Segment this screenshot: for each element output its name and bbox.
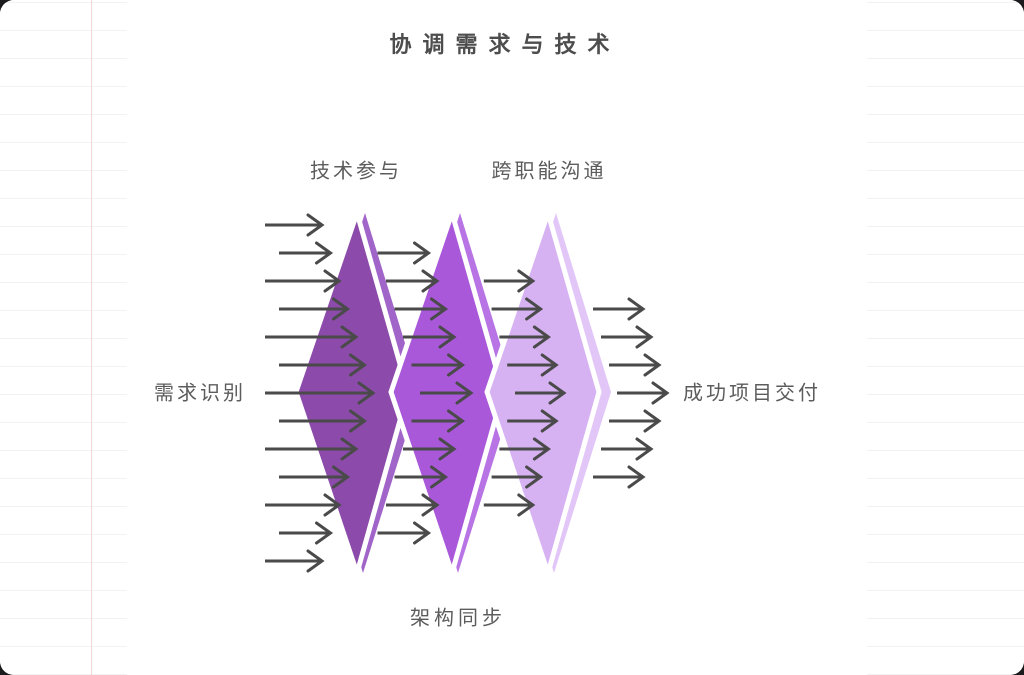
flow-arrow-head-g1 (349, 353, 368, 377)
flow-arrow-head-g1 (357, 381, 376, 405)
flow-arrow-head-g1 (332, 465, 351, 489)
flow-arrow-head-g4 (627, 465, 646, 489)
flow-arrow-head-g3 (532, 325, 551, 349)
flow-arrow-head-g3 (525, 297, 544, 321)
flow-arrow-head-g1 (306, 213, 325, 237)
flow-arrow-head-g2 (455, 381, 474, 405)
flow-arrow-head-g4 (651, 381, 670, 405)
output-label-successful-project-delivery: 成功项目交付 (683, 382, 821, 405)
flow-arrow-head-g4 (635, 325, 654, 349)
flow-arrow-head-g3 (532, 437, 551, 461)
flow-arrow-head-g2 (438, 437, 457, 461)
flow-arrow-head-g2 (430, 465, 449, 489)
flow-arrow-head-g1 (332, 297, 351, 321)
flow-arrow-head-g2 (438, 325, 457, 349)
flow-arrow-head-g3 (540, 353, 559, 377)
flow-arrow-head-g3 (517, 269, 536, 293)
flow-arrow-head-g1 (323, 493, 342, 517)
flow-arrow-head-g4 (643, 353, 662, 377)
flow-arrow-head-g4 (627, 297, 646, 321)
flow-arrow-head-g3 (517, 493, 536, 517)
flow-arrow-head-g1 (323, 269, 342, 293)
diagram-title: 协调需求与技术 (389, 32, 621, 57)
margin-rule-line (91, 0, 92, 675)
stage-label-architecture-sync: 架构同步 (410, 607, 506, 630)
flow-arrow-head-g4 (635, 437, 654, 461)
flow-arrow-head-g3 (540, 409, 559, 433)
flow-arrow-head-g2 (447, 409, 466, 433)
flow-arrow-head-g2 (421, 269, 440, 293)
flow-arrow-head-g2 (447, 353, 466, 377)
flow-arrow-head-g1 (340, 325, 359, 349)
flow-arrow-head-g2 (413, 241, 432, 265)
spreadsheet-gridlines-left (0, 0, 127, 675)
input-label-requirement-identification: 需求识别 (154, 382, 246, 405)
flow-arrow-head-g1 (315, 521, 334, 545)
stage-label-cross-functional-communication: 跨职能沟通 (491, 160, 607, 183)
flow-arrow-head-g3 (525, 465, 544, 489)
flow-arrow-head-g2 (421, 493, 440, 517)
stage-label-technical-engagement: 技术参与 (310, 160, 402, 183)
flow-arrow-head-g1 (340, 437, 359, 461)
flow-arrow-head-g3 (548, 381, 567, 405)
flow-arrow-head-g1 (349, 409, 368, 433)
flow-arrow-head-g1 (315, 241, 334, 265)
flow-arrow-head-g1 (306, 549, 325, 573)
spreadsheet-gridlines-right (867, 0, 1024, 675)
flow-arrow-head-g2 (430, 297, 449, 321)
flow-arrow-head-g2 (413, 521, 432, 545)
flow-arrow-head-g4 (643, 409, 662, 433)
